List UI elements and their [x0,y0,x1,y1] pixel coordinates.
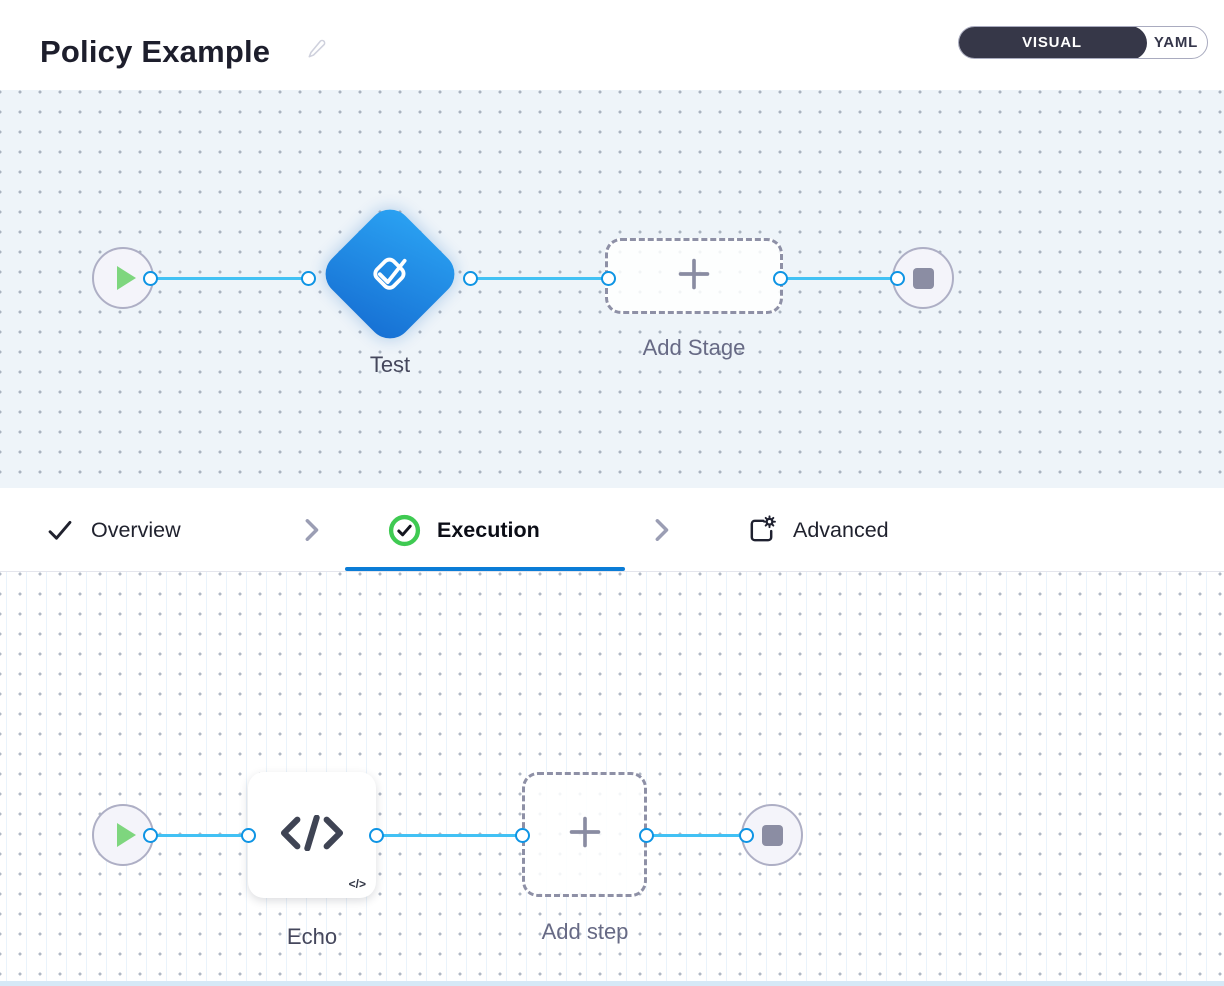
add-stage-button[interactable] [605,238,783,314]
add-step-label: Add step [541,919,629,944]
connector-port [889,270,905,286]
connector-port [462,270,478,286]
plus-icon [675,255,713,298]
tab-execution[interactable]: Execution [388,488,540,572]
edit-title-button[interactable] [306,38,328,60]
stage-label: Test [369,352,411,377]
page-title: Policy Example [40,34,271,69]
plus-icon [566,813,604,856]
step-label: Echo [286,924,338,949]
connector-port [738,827,754,843]
stage-tabbar: Overview Execution [0,488,1224,572]
bottom-divider [0,981,1224,986]
chevron-right-icon [646,514,676,546]
stop-icon [761,824,783,846]
connector-port [772,270,788,286]
page-header: Policy Example VISUAL YAML [0,0,1224,90]
connector-port [142,827,158,843]
stop-icon [912,267,934,289]
check-icon [46,516,74,544]
tab-overview-label: Overview [91,517,181,542]
chevron-right-icon [296,514,326,546]
play-icon [116,266,136,290]
add-step-button[interactable] [522,772,647,897]
connector-port [240,827,256,843]
check-circle-icon [388,514,421,547]
code-icon [280,814,344,856]
tab-execution-label: Execution [437,517,540,542]
wire [646,833,746,837]
wire [152,833,248,837]
tab-advanced-label: Advanced [793,517,889,542]
step-node-echo[interactable]: </> [248,772,376,898]
toggle-option-yaml[interactable]: YAML [1153,34,1199,51]
pencil-icon [306,39,328,63]
approval-check-icon [363,245,417,304]
wire [376,833,522,837]
connector-port [142,270,158,286]
tab-overview[interactable]: Overview [46,488,181,572]
box-gear-icon [746,514,777,546]
step-type-badge: </> [348,877,366,891]
connector-port [300,270,316,286]
wire [470,276,608,280]
stage-node-test[interactable] [316,200,464,348]
tab-advanced[interactable]: Advanced [746,488,889,572]
wire [780,276,897,280]
wire [152,276,308,280]
connector-port [600,270,616,286]
visual-yaml-toggle: VISUAL YAML [958,26,1208,59]
active-tab-underline [345,567,625,571]
connector-port [638,827,654,843]
play-icon [116,823,136,847]
stage-canvas: Test Add Stage [0,90,1224,488]
execution-step-canvas: </> Echo Add step [0,572,1224,981]
add-stage-label: Add Stage [642,335,746,360]
connector-port [368,827,384,843]
connector-port [514,827,530,843]
toggle-option-visual[interactable]: VISUAL [959,27,1147,58]
